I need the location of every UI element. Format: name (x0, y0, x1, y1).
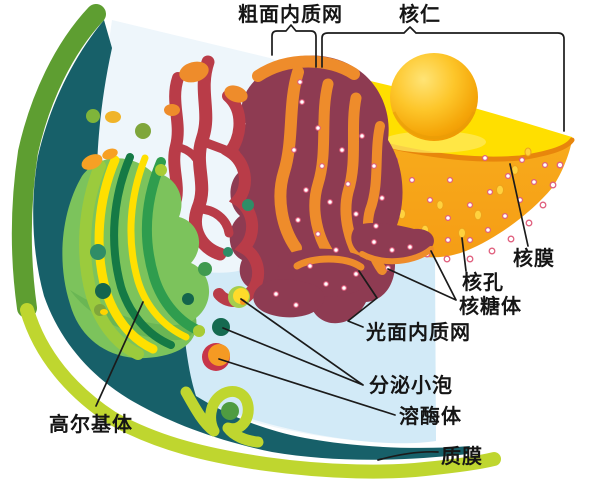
cytoplasm-vesicle-dots (86, 109, 254, 337)
label-smooth-er: 光面内质网 (365, 320, 471, 344)
label-lysosome: 溶酶体 (399, 404, 462, 428)
label-secretory-vesicle: 分泌小泡 (369, 373, 453, 397)
label-golgi-body: 高尔基体 (49, 412, 133, 436)
lysosome-line (218, 358, 396, 416)
golgi-cisternae (79, 153, 205, 360)
label-nuclear-membrane: 核膜 (513, 246, 555, 270)
er-orange-lobes (164, 61, 248, 116)
lysosome-body (202, 343, 230, 371)
membrane-fold (180, 386, 264, 448)
rough-er-bracket (271, 24, 317, 68)
nucleolus-sphere (390, 53, 478, 141)
nuclear-membrane-line (509, 163, 529, 247)
ribosome-lines (387, 250, 457, 301)
er-ribosome-dots (273, 79, 413, 308)
label-nuclear-pore: 核孔 (462, 270, 504, 294)
nuclear-pore-line (461, 237, 467, 272)
secretory-vesicle-lines (222, 298, 364, 386)
smooth-er-lobes (253, 222, 434, 318)
endoplasmic-reticulum (164, 55, 434, 324)
pointer-lines (95, 24, 565, 461)
label-ribosome: 核糖体 (459, 294, 522, 318)
golgi-orange-tips (81, 148, 118, 170)
secretory-vesicle-yellow (228, 286, 250, 308)
labels: 粗面内质网 核仁 核膜 核孔 核糖体 光面内质网 分泌小泡 溶酶体 高尔基体 质… (49, 2, 555, 468)
label-nucleolus: 核仁 (399, 2, 441, 26)
label-rough-er: 粗面内质网 (238, 2, 343, 26)
smooth-er-line (347, 270, 378, 328)
nucleolus-bracket (321, 26, 565, 132)
plasma-membrane-line (377, 450, 439, 461)
golgi-line (95, 301, 144, 407)
plasma-membrane-band (11, 4, 501, 479)
label-plasma-membrane: 质膜 (441, 444, 483, 468)
secretory-vesicle-teal (212, 318, 230, 336)
